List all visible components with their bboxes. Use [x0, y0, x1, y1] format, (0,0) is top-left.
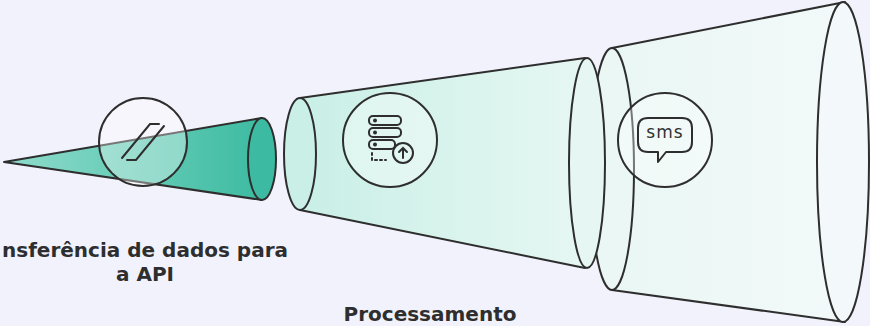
circle-node: Processamento: [342, 92, 438, 188]
circle-shape: [99, 98, 187, 186]
funnel-rim: [569, 58, 605, 268]
sms-text: sms: [617, 120, 713, 144]
step-label: Processamento: [310, 302, 550, 326]
funnel-cone: [300, 58, 585, 268]
step-label: nsferência de dados para a API: [0, 238, 290, 286]
circle-node: sms: [617, 92, 713, 188]
circle-node: nsferência de dados para a API: [98, 97, 188, 187]
transfer-icon: [122, 124, 164, 160]
server-upload-icon: [369, 116, 413, 163]
funnel-rim: [248, 118, 276, 200]
circle-shape: [343, 93, 437, 187]
funnel-rim: [817, 2, 869, 322]
circle-shape: [618, 93, 712, 187]
funnel-cone: [612, 2, 845, 322]
circle-outline: [98, 97, 188, 187]
circle-outline: [342, 92, 438, 188]
funnel-rim: [284, 98, 316, 210]
speech-bubble-icon: [638, 118, 692, 162]
